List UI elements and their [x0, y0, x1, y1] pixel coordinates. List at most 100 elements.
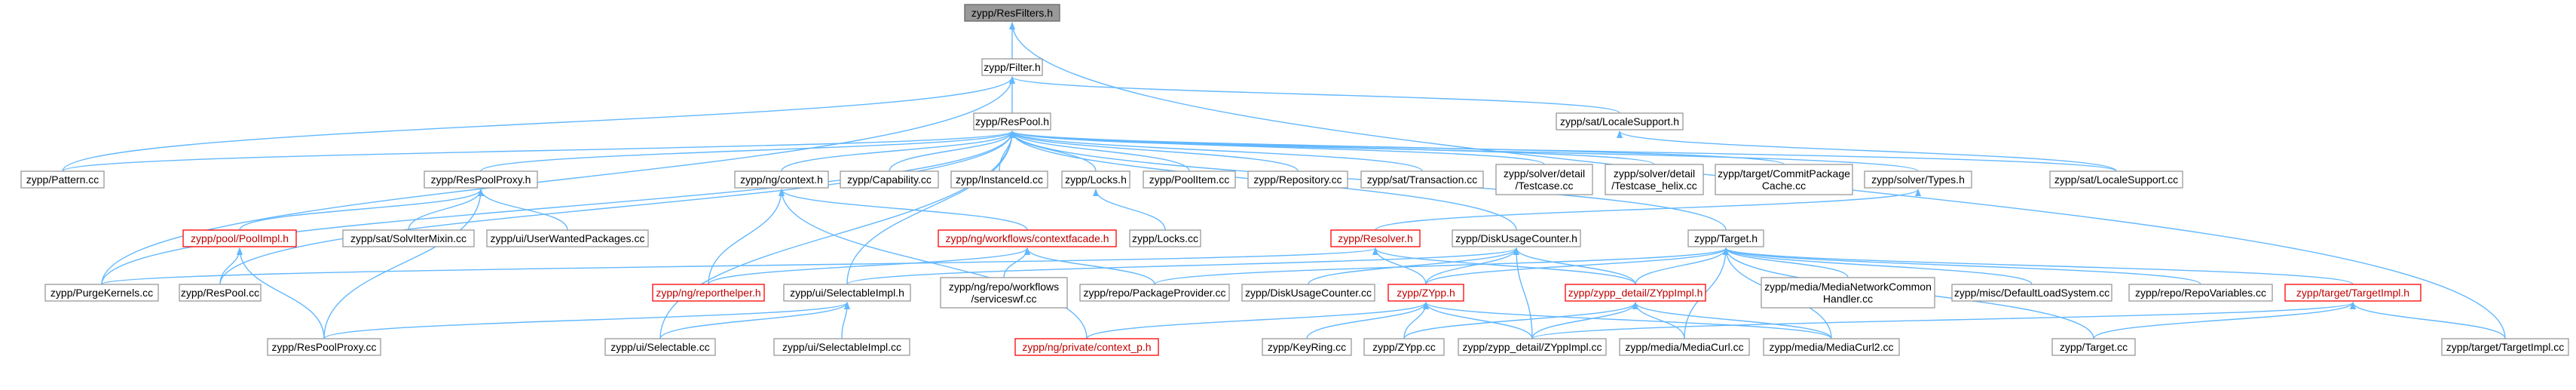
node-box: [267, 338, 381, 356]
node-testcase[interactable]: zypp/solver/detail/Testcase.cc: [1495, 164, 1593, 195]
node-contextfacade[interactable]: zypp/ng/workflows/contextfacade.h: [938, 229, 1117, 247]
node-targeth[interactable]: zypp/Target.h: [1687, 229, 1764, 247]
node-label: zypp/PurgeKernels.cc: [50, 287, 153, 299]
node-label: zypp/ng/context.h: [740, 174, 823, 186]
node-targetimplh[interactable]: zypp/target/TargetImpl.h: [2284, 284, 2422, 302]
edge-uiselectableimplcc-to-selectableimplh: [841, 302, 850, 339]
node-box: [1330, 229, 1421, 247]
node-label: zypp/sat/LocaleSupport.h: [1560, 115, 1679, 127]
node-purgekernels[interactable]: zypp/PurgeKernels.cc: [44, 284, 159, 302]
edge-respoolcc-to-respool: [219, 131, 1015, 285]
node-contextp[interactable]: zypp/ng/private/context_p.h: [1014, 338, 1159, 356]
node-label: zypp/ZYpp.h: [1397, 287, 1455, 299]
edge-solvitermixin-to-respoolproxy: [408, 189, 484, 231]
node-locksh[interactable]: zypp/Locks.h: [1061, 170, 1130, 189]
node-box: [2441, 338, 2569, 356]
node-uiuserwanted[interactable]: zypp/ui/UserWantedPackages.cc: [486, 229, 649, 247]
edge-contextp-to-zypph: [1086, 302, 1429, 339]
node-instanceid[interactable]: zypp/InstanceId.cc: [950, 170, 1048, 189]
node-selectableimplh[interactable]: zypp/ui/SelectableImpl.h: [783, 284, 911, 302]
edge-defaultload-to-targeth: [1723, 247, 2033, 285]
node-zyppcc[interactable]: zypp/ZYpp.cc: [1363, 338, 1445, 356]
node-satlocalecc[interactable]: zypp/sat/LocaleSupport.cc: [2049, 170, 2183, 189]
node-pkgprovider[interactable]: zypp/repo/PackageProvider.cc: [1079, 284, 1230, 302]
node-box: [1715, 164, 1853, 195]
node-sattransaction[interactable]: zypp/sat/Transaction.cc: [1360, 170, 1484, 189]
node-box: [2051, 338, 2136, 356]
edge-poolimpl-to-respoolproxy: [239, 189, 484, 231]
edge-reporthelper-to-contextfacade: [708, 247, 1030, 285]
node-label: zypp/Pattern.cc: [26, 174, 99, 186]
node-solvitermixin[interactable]: zypp/sat/SolvIterMixin.cc: [342, 229, 475, 247]
node-label: zypp/KeyRing.cc: [1268, 341, 1346, 353]
edge-targetcc-to-targetimplh: [2093, 302, 2356, 339]
node-poolimpl[interactable]: zypp/pool/PoolImpl.h: [182, 229, 297, 247]
node-respoolcc[interactable]: zypp/ResPool.cc: [179, 284, 262, 302]
node-label: zypp/ng/private/context_p.h: [1022, 341, 1151, 353]
node-box: [783, 284, 911, 302]
node-mediacurl2[interactable]: zypp/media/MediaCurl2.cc: [1763, 338, 1900, 356]
node-solvertypes[interactable]: zypp/solver/Types.h: [1864, 170, 1972, 189]
node-label: zypp/ResPool.h: [975, 115, 1049, 127]
node-reporthelper[interactable]: zypp/ng/reporthelper.h: [652, 284, 765, 302]
node-lockscc[interactable]: zypp/Locks.cc: [1129, 229, 1201, 247]
node-resolverh[interactable]: zypp/Resolver.h: [1330, 229, 1421, 247]
edge-contextp-to-ngcontext: [779, 189, 1088, 339]
edge-solvertypes-to-respool: [1009, 131, 1919, 172]
node-box: [2128, 284, 2273, 302]
edge-purgekernels-to-resolverh: [101, 247, 1378, 285]
node-keyring[interactable]: zypp/KeyRing.cc: [1262, 338, 1352, 356]
edge-selectableimplh-to-respool: [846, 131, 1015, 285]
node-label: zypp/repo/RepoVariables.cc: [2135, 287, 2266, 299]
node-testcasehelix[interactable]: zypp/solver/detail/Testcase_helix.cc: [1605, 164, 1704, 195]
node-box: [1864, 170, 1972, 189]
node-box: [1458, 338, 1607, 356]
edge-contextfacade-to-ngcontext: [779, 189, 1028, 231]
node-poolitem[interactable]: zypp/PoolItem.cc: [1143, 170, 1236, 189]
edge-resolverh-to-solvertypes: [1375, 189, 1921, 231]
node-box: [1262, 338, 1352, 356]
node-respoolproxycc[interactable]: zypp/ResPoolProxy.cc: [267, 338, 381, 356]
node-label: zypp/Target.cc: [2060, 341, 2128, 353]
edge-satlocalecc-to-respool: [1009, 131, 2117, 172]
node-repovariables[interactable]: zypp/repo/RepoVariables.cc: [2128, 284, 2273, 302]
node-label: zypp/PoolItem.cc: [1149, 174, 1230, 186]
node-resfilters: zypp/ResFilters.h: [964, 4, 1060, 22]
node-zyppimplh[interactable]: zypp/zypp_detail/ZYppImpl.h: [1565, 284, 1706, 302]
node-box: [486, 229, 649, 247]
node-diskusagecc[interactable]: zypp/DiskUsageCounter.cc: [1241, 284, 1375, 302]
node-label: zypp/Locks.h: [1065, 174, 1127, 186]
node-label: Cache.cc: [1762, 180, 1806, 192]
node-zyppimplcc[interactable]: zypp/zypp_detail/ZYppImpl.cc: [1458, 338, 1607, 356]
node-filter[interactable]: zypp/Filter.h: [981, 58, 1043, 76]
node-diskusage[interactable]: zypp/DiskUsageCounter.h: [1452, 229, 1581, 247]
node-label: zypp/ResPoolProxy.cc: [271, 341, 376, 353]
node-label: zypp/sat/LocaleSupport.cc: [2054, 174, 2178, 186]
node-serviceswf[interactable]: zypp/ng/repo/workflows/serviceswf.cc: [940, 277, 1068, 309]
node-label: zypp/ng/repo/workflows: [949, 281, 1059, 293]
node-box: [1763, 338, 1900, 356]
node-label: zypp/solver/detail: [1504, 167, 1585, 180]
node-pattern[interactable]: zypp/Pattern.cc: [20, 170, 105, 189]
edge-targetimplcc-to-targetimplh: [2350, 302, 2506, 339]
node-zypph[interactable]: zypp/ZYpp.h: [1387, 284, 1464, 302]
node-uiselectableimplcc[interactable]: zypp/ui/SelectableImpl.cc: [773, 338, 910, 356]
node-targetimplcc[interactable]: zypp/target/TargetImpl.cc: [2441, 338, 2569, 356]
node-respoolproxy[interactable]: zypp/ResPoolProxy.h: [424, 170, 538, 189]
node-label: /serviceswf.cc: [971, 293, 1036, 305]
node-mediacurl[interactable]: zypp/media/MediaCurl.cc: [1619, 338, 1750, 356]
node-targetcc[interactable]: zypp/Target.cc: [2051, 338, 2136, 356]
node-box: [840, 170, 939, 189]
node-respool[interactable]: zypp/ResPool.h: [973, 112, 1051, 131]
node-satlocale[interactable]: zypp/sat/LocaleSupport.h: [1556, 112, 1684, 131]
node-ngcontext[interactable]: zypp/ng/context.h: [734, 170, 829, 189]
node-repository[interactable]: zypp/Repository.cc: [1247, 170, 1348, 189]
node-box: [179, 284, 262, 302]
node-capability[interactable]: zypp/Capability.cc: [840, 170, 939, 189]
node-uiselectable[interactable]: zypp/ui/Selectable.cc: [604, 338, 716, 356]
node-box: [1452, 229, 1581, 247]
node-defaultload[interactable]: zypp/misc/DefaultLoadSystem.cc: [1951, 284, 2113, 302]
